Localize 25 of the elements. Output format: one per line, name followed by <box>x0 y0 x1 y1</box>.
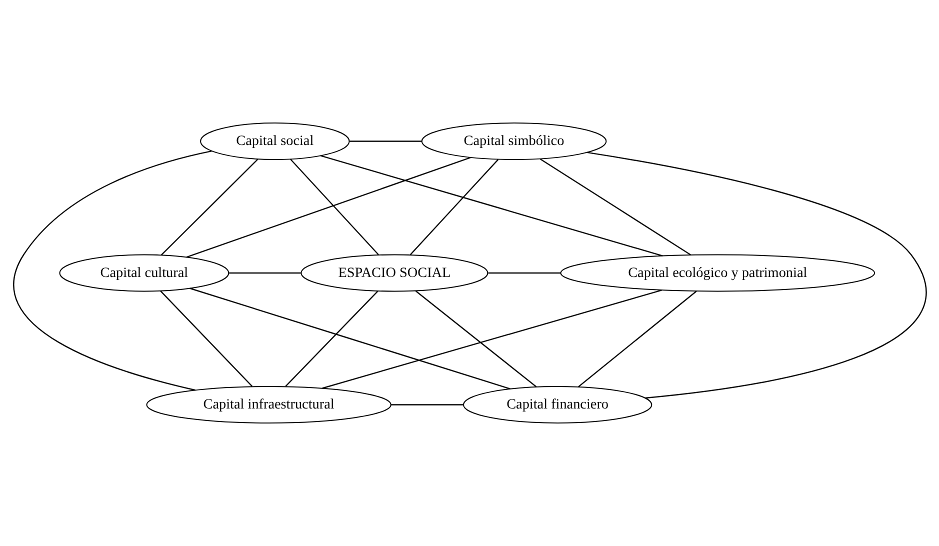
connector <box>539 158 691 256</box>
connector <box>160 158 258 256</box>
connector <box>349 140 422 142</box>
node-ellipse: Capital financiero <box>462 386 652 424</box>
connector <box>390 404 463 406</box>
node-ellipse: Capital ecológico y patrimonial <box>560 254 875 292</box>
connector <box>414 290 536 388</box>
connector <box>322 290 662 389</box>
connector <box>409 159 498 256</box>
node-ellipse: Capital social <box>200 122 350 160</box>
connector <box>578 290 696 388</box>
connector <box>160 290 252 387</box>
connector <box>186 156 471 258</box>
connector <box>290 158 378 256</box>
connector <box>12 150 212 391</box>
connector <box>189 288 510 390</box>
node-ellipse: Capital simbólico <box>420 122 606 160</box>
node-ellipse: Capital cultural <box>58 254 229 292</box>
connector <box>228 272 300 274</box>
connector <box>284 290 378 387</box>
node-ellipse: Capital infraestructural <box>146 386 391 424</box>
connector <box>488 272 560 274</box>
connector <box>586 152 926 399</box>
connector <box>320 155 662 256</box>
node-ellipse: ESPACIO SOCIAL <box>300 254 488 292</box>
